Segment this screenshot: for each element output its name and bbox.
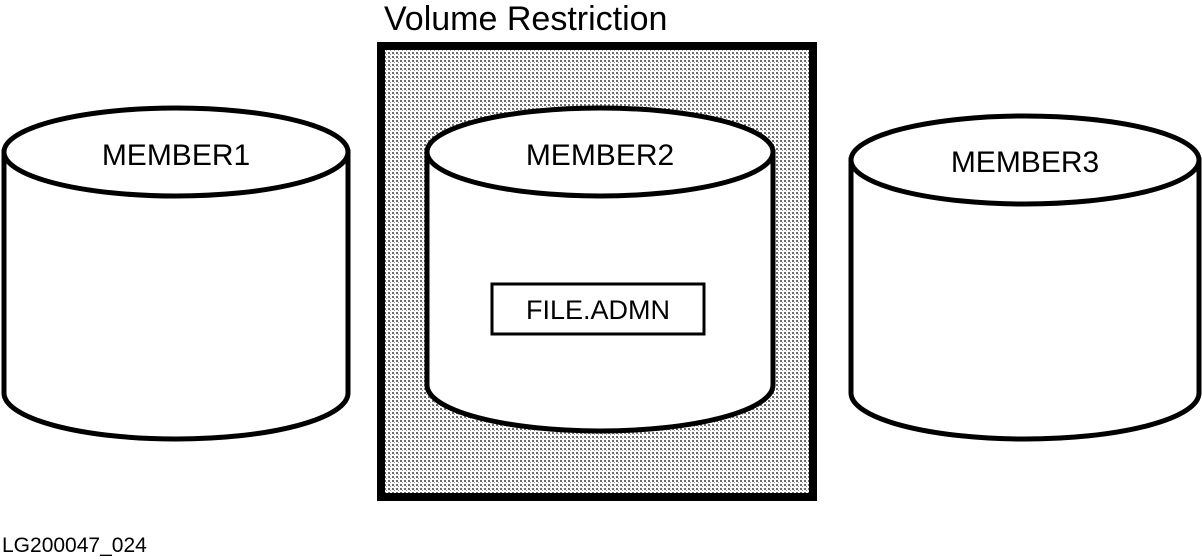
file-admn-label: FILE.ADMN	[526, 295, 670, 325]
member3-volume-cylinder: MEMBER3	[848, 113, 1202, 442]
member2-label: MEMBER2	[526, 139, 674, 172]
member3-label: MEMBER3	[951, 146, 1099, 179]
member1-label: MEMBER1	[102, 139, 250, 172]
member2-volume-cylinder: MEMBER2 FILE.ADMN	[424, 105, 776, 434]
file-admn-box	[490, 282, 706, 336]
diagram-title: Volume Restriction	[384, 0, 667, 38]
figure-id: LG200047_024	[2, 534, 147, 557]
member1-volume-cylinder: MEMBER1	[1, 105, 351, 442]
